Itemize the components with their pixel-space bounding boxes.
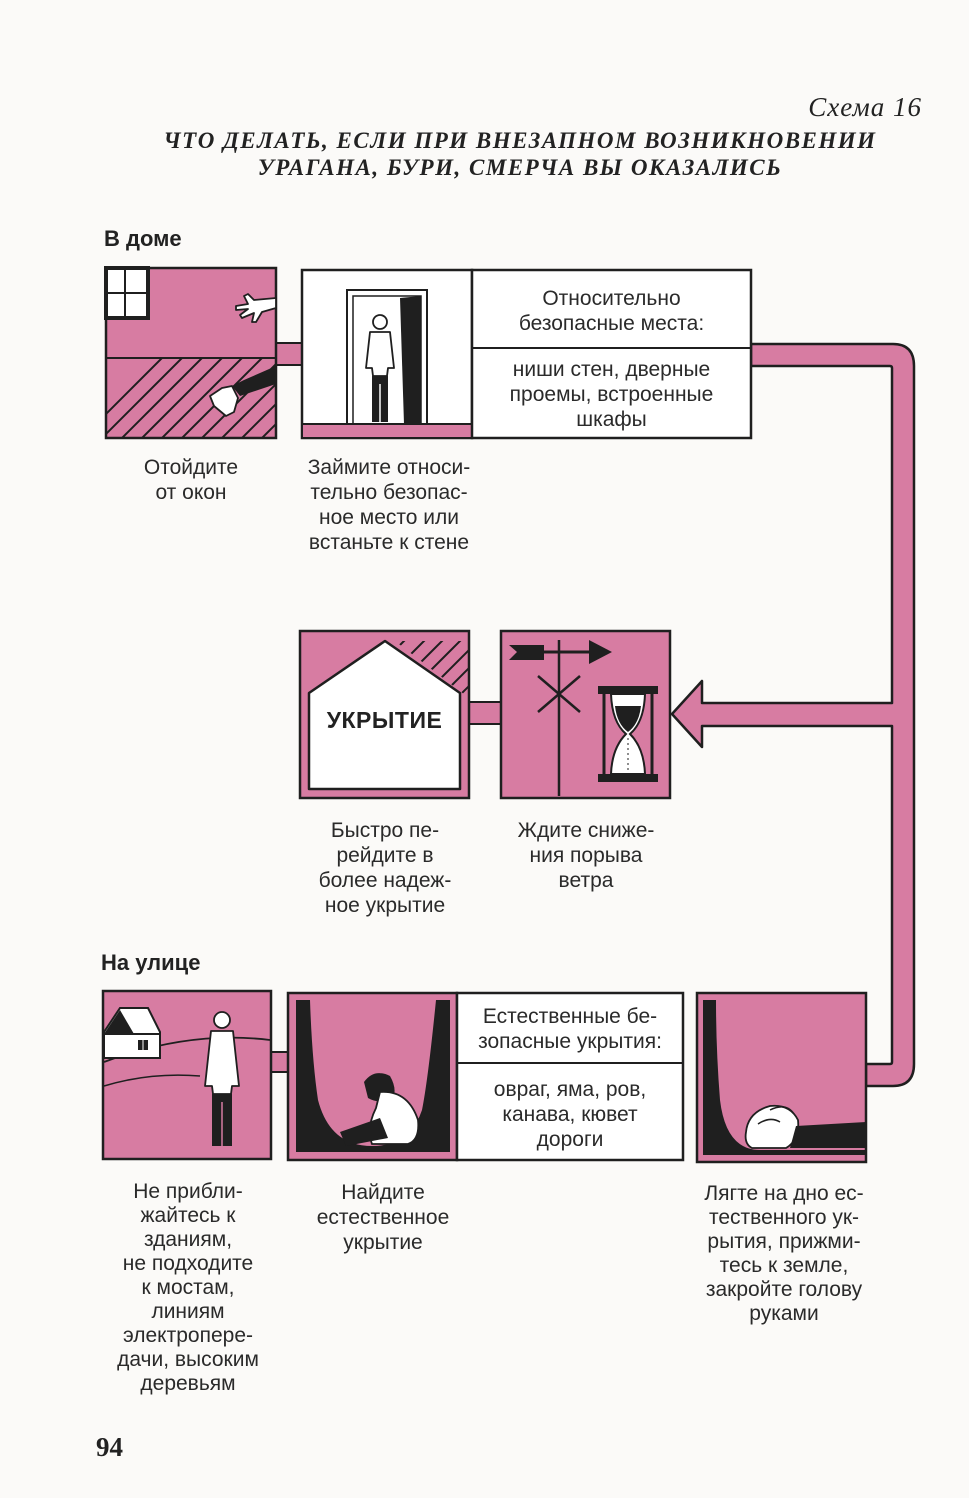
safe-places-heading-line: Относительно bbox=[472, 286, 751, 311]
caption-line: встаньте к стене bbox=[278, 530, 500, 555]
safe-places-list-line: шкафы bbox=[472, 407, 751, 432]
caption-avoid-buildings: Не прибли- жайтесь к зданиям, не подходи… bbox=[93, 1180, 283, 1396]
caption-line: ветра bbox=[490, 868, 682, 893]
caption-line: дачи, высоким bbox=[93, 1348, 283, 1372]
caption-line: ния порыва bbox=[490, 843, 682, 868]
caption-line: тельно безопас- bbox=[278, 480, 500, 505]
caption-line: укрытие bbox=[285, 1230, 481, 1255]
safe-places-list: ниши стен, дверные проемы, встроенные шк… bbox=[472, 357, 751, 432]
safe-places-heading-line: безопасные места: bbox=[472, 311, 751, 336]
shelter-label: УКРЫТИЕ bbox=[309, 707, 460, 734]
caption-line: Ждите сниже- bbox=[490, 818, 682, 843]
caption-line: Отойдите bbox=[96, 455, 286, 480]
caption-line: ное место или bbox=[278, 505, 500, 530]
page-number: 94 bbox=[96, 1432, 123, 1463]
ravine-panel bbox=[288, 993, 457, 1160]
caption-move-away-windows: Отойдите от окон bbox=[96, 455, 286, 505]
caption-line: деревьям bbox=[93, 1372, 283, 1396]
natural-shelters-list-line: овраг, яма, ров, bbox=[457, 1077, 683, 1102]
caption-line: линиям bbox=[93, 1300, 283, 1324]
caption-line: Лягте на дно ес- bbox=[682, 1182, 886, 1206]
caption-line: Найдите bbox=[285, 1180, 481, 1205]
caption-take-safe-place: Займите относи- тельно безопас- ное мест… bbox=[278, 455, 500, 555]
caption-line: более надеж- bbox=[285, 868, 485, 893]
doorway-panel bbox=[302, 270, 472, 438]
flow-arrow-icon bbox=[672, 344, 914, 1086]
safe-places-list-line: ниши стен, дверные bbox=[472, 357, 751, 382]
lying-panel bbox=[697, 993, 866, 1162]
wait-panel bbox=[501, 631, 670, 798]
natural-shelters-list-line: канава, кювет bbox=[457, 1102, 683, 1127]
caption-find-shelter: Найдите естественное укрытие bbox=[285, 1180, 481, 1255]
caption-wait-wind: Ждите сниже- ния порыва ветра bbox=[490, 818, 682, 893]
caption-line: естественное bbox=[285, 1205, 481, 1230]
caption-line: рейдите в bbox=[285, 843, 485, 868]
caption-line: закройте голову bbox=[682, 1278, 886, 1302]
caption-line: Быстро пе- bbox=[285, 818, 485, 843]
caption-line: тественного ук- bbox=[682, 1206, 886, 1230]
caption-line: не подходите bbox=[93, 1252, 283, 1276]
caption-line: Займите относи- bbox=[278, 455, 500, 480]
field-panel bbox=[103, 991, 271, 1159]
safe-places-heading: Относительно безопасные места: bbox=[472, 286, 751, 336]
caption-line: электропере- bbox=[93, 1324, 283, 1348]
window-icon bbox=[106, 268, 148, 318]
caption-line: ное укрытие bbox=[285, 893, 485, 918]
natural-shelters-heading-line: зопасные укрытия: bbox=[457, 1029, 683, 1054]
caption-line: руками bbox=[682, 1302, 886, 1326]
caption-line: жайтесь к bbox=[93, 1204, 283, 1228]
natural-shelters-heading-line: Естественные бе- bbox=[457, 1004, 683, 1029]
caption-go-to-shelter: Быстро пе- рейдите в более надеж- ное ук… bbox=[285, 818, 485, 918]
safe-places-list-line: проемы, встроенные bbox=[472, 382, 751, 407]
natural-shelters-list-line: дороги bbox=[457, 1127, 683, 1152]
caption-line: тесь к земле, bbox=[682, 1254, 886, 1278]
natural-shelters-list: овраг, яма, ров, канава, кювет дороги bbox=[457, 1077, 683, 1152]
caption-line: зданиям, bbox=[93, 1228, 283, 1252]
caption-line: Не прибли- bbox=[93, 1180, 283, 1204]
caption-line: от окон bbox=[96, 480, 286, 505]
natural-shelters-heading: Естественные бе- зопасные укрытия: bbox=[457, 1004, 683, 1054]
caption-line: к мостам, bbox=[93, 1276, 283, 1300]
caption-lie-down: Лягте на дно ес- тественного ук- рытия, … bbox=[682, 1182, 886, 1326]
caption-line: рытия, прижми- bbox=[682, 1230, 886, 1254]
